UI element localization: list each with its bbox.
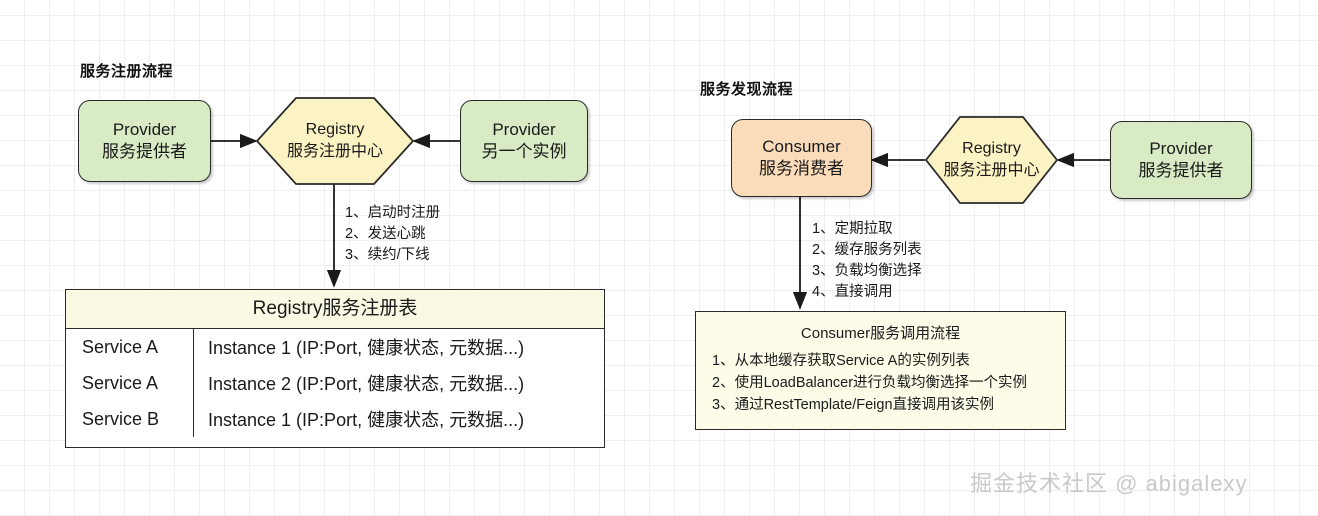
- table-cell-instance: Instance 2 (IP:Port, 健康状态, 元数据...): [208, 374, 525, 394]
- table-cell-service: Service B: [66, 401, 194, 437]
- registry-table: Registry服务注册表 Service A Instance 1 (IP:P…: [65, 289, 605, 448]
- table-row[interactable]: Service A Instance 2 (IP:Port, 健康状态, 元数据…: [66, 365, 604, 401]
- registry-hexagon-shape-right: [924, 116, 1059, 204]
- node-registry-left[interactable]: Registry 服务注册中心: [255, 97, 415, 185]
- node-provider-secondary-line1: Provider: [492, 120, 556, 139]
- registration-step-1: 1、启动时注册: [345, 205, 441, 221]
- consumer-call-flow-item-3: 3、通过RestTemplate/Feign直接调用该实例: [712, 397, 995, 413]
- discovery-step-3: 3、负载均衡选择: [812, 263, 922, 279]
- discovery-step-1: 1、定期拉取: [812, 221, 893, 237]
- consumer-call-flow-panel: Consumer服务调用流程 1、从本地缓存获取Service A的实例列表 2…: [695, 311, 1066, 430]
- node-consumer-line1: Consumer: [762, 137, 841, 156]
- table-cell-instance: Instance 1 (IP:Port, 健康状态, 元数据...): [208, 338, 525, 358]
- table-row[interactable]: Service A Instance 1 (IP:Port, 健康状态, 元数据…: [66, 329, 604, 365]
- table-row[interactable]: Service B Instance 1 (IP:Port, 健康状态, 元数据…: [66, 401, 604, 437]
- node-provider-right-line2: 服务提供者: [1138, 161, 1224, 180]
- table-cell-service: Service A: [66, 365, 194, 401]
- watermark: 掘金技术社区 @ abigalexy: [970, 471, 1248, 496]
- registration-steps: 1、启动时注册 2、发送心跳 3、续约/下线: [345, 203, 440, 266]
- registration-flow-title: 服务注册流程: [80, 63, 174, 80]
- node-provider-secondary-line2: 另一个实例: [481, 142, 567, 161]
- table-cell-service: Service A: [66, 329, 194, 365]
- registry-hexagon-shape: [255, 97, 415, 185]
- node-provider-right-line1: Provider: [1149, 139, 1213, 158]
- discovery-steps: 1、定期拉取 2、缓存服务列表 3、负载均衡选择 4、直接调用: [812, 219, 922, 303]
- table-cell-instance: Instance 1 (IP:Port, 健康状态, 元数据...): [208, 410, 525, 430]
- discovery-step-2: 2、缓存服务列表: [812, 242, 922, 258]
- node-provider-secondary[interactable]: Provider 另一个实例: [460, 100, 588, 182]
- consumer-call-flow-list: 1、从本地缓存获取Service A的实例列表 2、使用LoadBalancer…: [696, 350, 1065, 416]
- node-registry-right[interactable]: Registry 服务注册中心: [924, 116, 1059, 204]
- consumer-call-flow-item-2: 2、使用LoadBalancer进行负载均衡选择一个实例: [712, 375, 1028, 391]
- registry-table-header: Registry服务注册表: [66, 290, 604, 329]
- registry-table-body: Service A Instance 1 (IP:Port, 健康状态, 元数据…: [66, 329, 604, 437]
- consumer-call-flow-title: Consumer服务调用流程: [800, 325, 961, 342]
- node-provider-right[interactable]: Provider 服务提供者: [1110, 121, 1252, 199]
- discovery-flow-title: 服务发现流程: [700, 81, 794, 98]
- node-consumer-line2: 服务消费者: [759, 159, 844, 178]
- consumer-call-flow-item-1: 1、从本地缓存获取Service A的实例列表: [712, 353, 970, 369]
- node-provider-primary-line2: 服务提供者: [102, 142, 187, 161]
- node-provider-primary[interactable]: Provider 服务提供者: [78, 100, 211, 182]
- discovery-step-4: 4、直接调用: [812, 284, 893, 300]
- node-consumer[interactable]: Consumer 服务消费者: [731, 119, 872, 197]
- registration-step-2: 2、发送心跳: [345, 226, 426, 242]
- node-provider-primary-line1: Provider: [112, 120, 177, 139]
- registration-step-3: 3、续约/下线: [345, 247, 430, 263]
